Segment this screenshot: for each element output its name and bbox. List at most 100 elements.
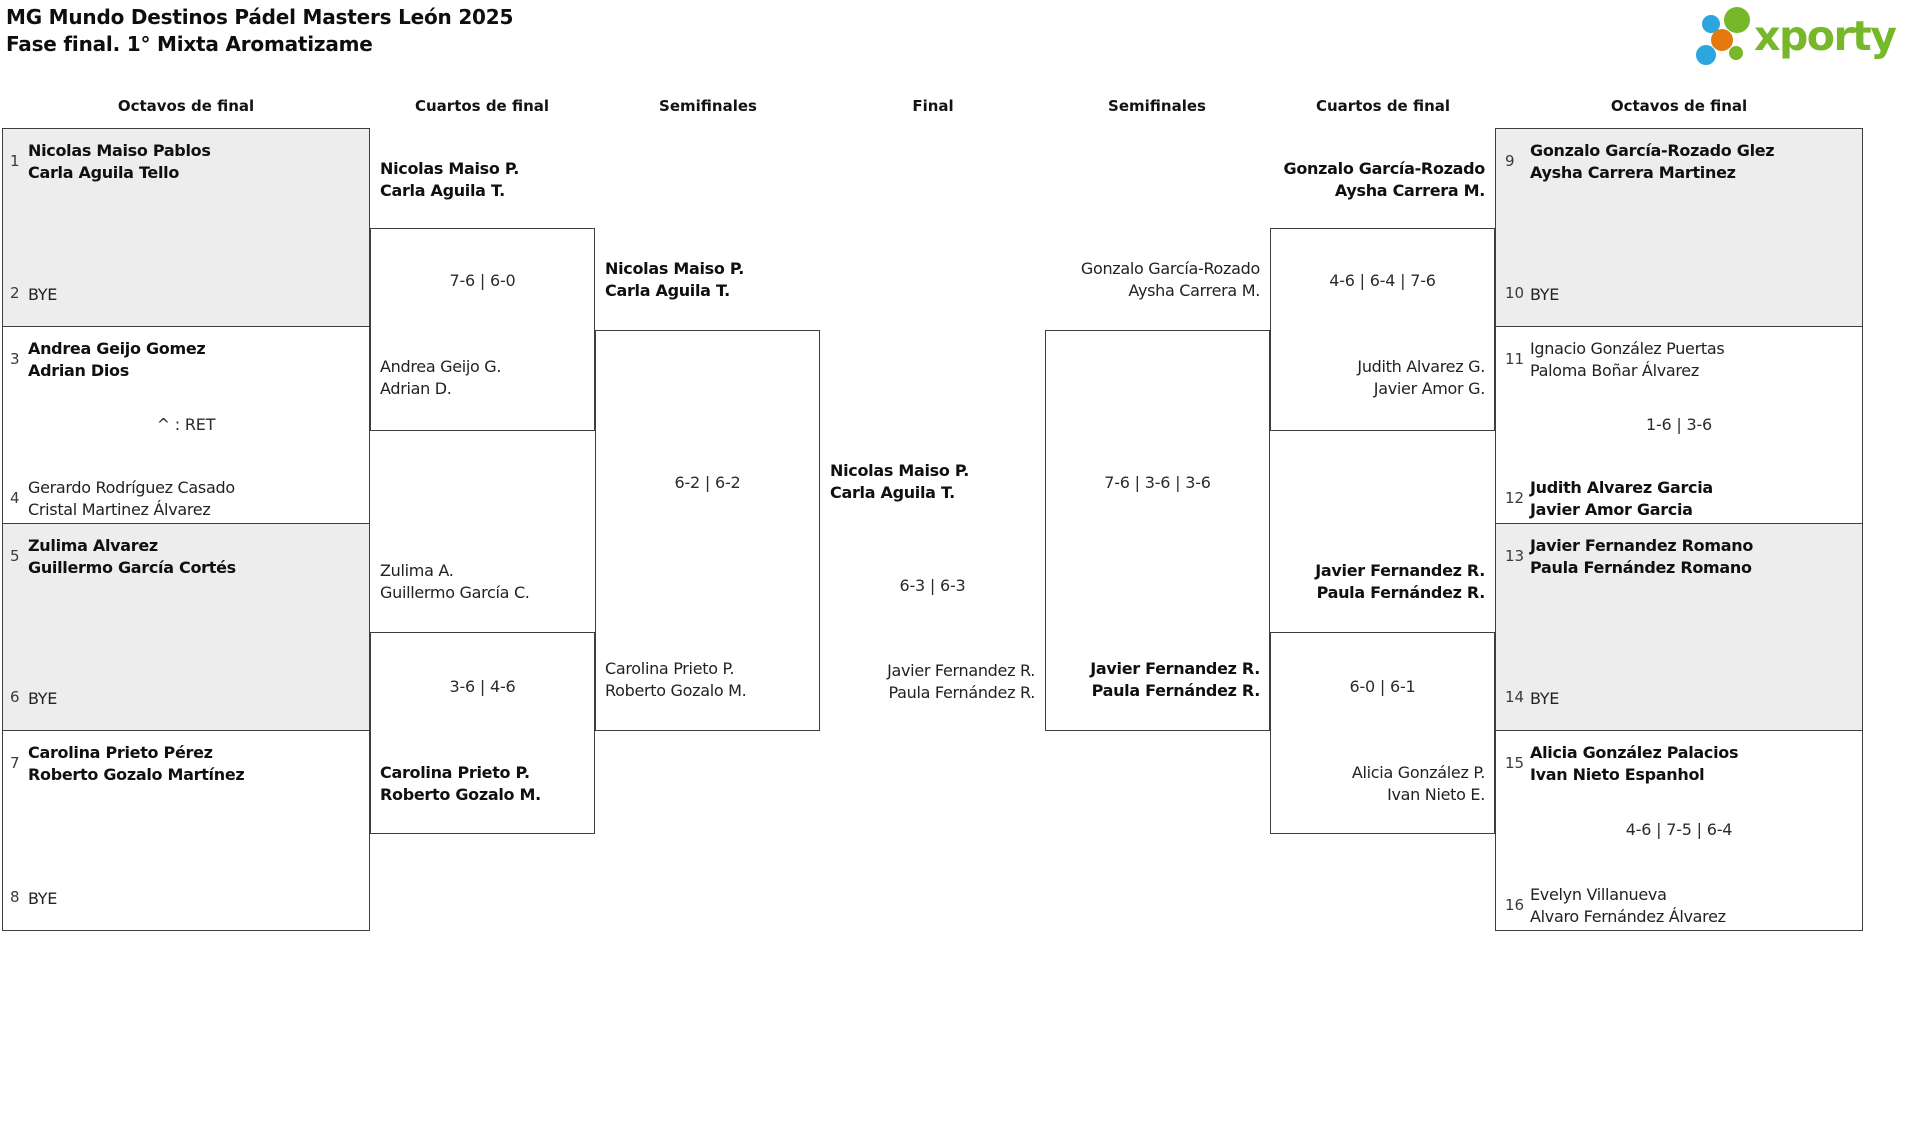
- match-score-sf_right: 7-6 | 3-6 | 3-6: [1104, 473, 1211, 492]
- text-line: Judith Alvarez G.: [1357, 357, 1485, 376]
- logo-wordmark: xporty: [1754, 12, 1897, 60]
- logo-dot-green: [1729, 46, 1743, 60]
- text-line: Ignacio González Puertas: [1530, 339, 1725, 358]
- team-label-qf_left_2-bottom: Carolina Prieto P.Roberto Gozalo M.: [380, 762, 541, 806]
- text-line: Carla Aguila T.: [605, 281, 730, 300]
- seed-number: 16: [1505, 896, 1525, 914]
- team-label-qf_left_1-bottom: Andrea Geijo G.Adrian D.: [380, 356, 502, 400]
- text-line: Roberto Gozalo M.: [380, 785, 541, 804]
- seed-number: 5: [10, 547, 20, 565]
- team-label-qf_right_2-bottom: Alicia González P.Ivan Nieto E.: [1352, 762, 1485, 806]
- bye-label: BYE: [1530, 688, 1559, 710]
- team-label-qf_right_1-bottom: Judith Alvarez G.Javier Amor G.: [1357, 356, 1485, 400]
- octavos-box-left-3: [2, 523, 370, 731]
- text-line: Carla Aguila T.: [830, 483, 955, 502]
- text-line: Javier Fernandez R.: [887, 661, 1035, 680]
- round-header-6: Octavos de final: [1610, 97, 1748, 115]
- page-subtitle: Fase final. 1° Mixta Aromatizame: [6, 32, 373, 56]
- text-line: Carolina Prieto Pérez: [28, 743, 213, 762]
- text-line: Zulima Alvarez: [28, 536, 158, 555]
- match-score: 1-6 | 3-6: [1645, 414, 1713, 434]
- text-line: BYE: [28, 285, 58, 304]
- text-line: Adrian Dios: [28, 361, 129, 380]
- match-box-qf_right_1: [1270, 228, 1495, 431]
- bye-label: BYE: [1530, 284, 1559, 306]
- seed-number: 9: [1505, 152, 1515, 170]
- retirement-note: ^ : RET: [156, 414, 216, 434]
- text-line: Aysha Carrera Martinez: [1530, 163, 1736, 182]
- text-line: Paula Fernández R.: [1316, 583, 1486, 602]
- octavos-box-right-3: [1495, 523, 1863, 731]
- round-header-5: Cuartos de final: [1315, 97, 1451, 115]
- text-line: BYE: [1530, 689, 1560, 708]
- seed-number: 15: [1505, 754, 1525, 772]
- team-label-sf_left-bottom: Carolina Prieto P.Roberto Gozalo M.: [605, 658, 747, 702]
- text-line: Andrea Geijo G.: [380, 357, 502, 376]
- round-header-3: Final: [912, 97, 954, 115]
- text-line: BYE: [28, 689, 58, 708]
- match-box-qf_left_2: [370, 632, 595, 834]
- match-score-qf_left_1: 7-6 | 6-0: [449, 271, 516, 290]
- text-line: Nicolas Maiso Pablos: [28, 141, 211, 160]
- logo-dot-orange: [1711, 29, 1733, 51]
- match-box-qf_right_2: [1270, 632, 1495, 834]
- team-label-qf_right_2-top: Javier Fernandez R.Paula Fernández R.: [1315, 560, 1485, 604]
- seed-number: 13: [1505, 547, 1525, 565]
- team-label-final-bottom: Javier Fernandez R.Paula Fernández R.: [887, 660, 1035, 704]
- match-score-sf_left: 6-2 | 6-2: [674, 473, 741, 492]
- match-score-qf_right_1: 4-6 | 6-4 | 7-6: [1329, 271, 1436, 290]
- match-box-sf_right: [1045, 330, 1270, 731]
- team-label-sf_left-top: Nicolas Maiso P. Carla Aguila T.: [605, 258, 744, 302]
- logo-dot-blue: [1696, 45, 1716, 65]
- text-line: Nicolas Maiso P.: [605, 259, 745, 278]
- seed-number: 1: [10, 152, 20, 170]
- bye-label: BYE: [28, 888, 57, 910]
- match-box-sf_left: [595, 330, 820, 731]
- text-line: Carla Aguila T.: [380, 181, 505, 200]
- text-line: Paula Fernández Romano: [1530, 558, 1752, 577]
- text-line: Ivan Nieto E.: [1387, 785, 1485, 804]
- text-line: Alicia González Palacios: [1530, 743, 1739, 762]
- text-line: Zulima A.: [380, 561, 454, 580]
- match-score-qf_left_2: 3-6 | 4-6: [449, 677, 516, 696]
- team-label-qf_left_1-top: Nicolas Maiso P.Carla Aguila T.: [380, 158, 519, 202]
- text-line: Alvaro Fernández Álvarez: [1530, 907, 1726, 926]
- text-line: Evelyn Villanueva: [1530, 885, 1667, 904]
- seed-number: 4: [10, 489, 20, 507]
- text-line: Javier Amor Garcia: [1530, 500, 1693, 519]
- seed-number: 2: [10, 284, 20, 302]
- text-line: Judith Alvarez Garcia: [1530, 478, 1713, 497]
- text-line: Roberto Gozalo Martínez: [28, 765, 245, 784]
- text-line: Javier Fernandez R.: [1090, 659, 1260, 678]
- logo-dot-green: [1724, 7, 1750, 33]
- text-line: Javier Fernandez Romano: [1530, 536, 1754, 555]
- logo-dot-blue: [1702, 15, 1720, 33]
- text-line: Gonzalo García-Rozado: [1283, 159, 1486, 178]
- round-header-1: Cuartos de final: [414, 97, 550, 115]
- bye-label: BYE: [28, 688, 57, 710]
- seed-number: 10: [1505, 284, 1525, 302]
- round-header-4: Semifinales: [1108, 97, 1206, 115]
- team-label-qf_left_2-top: Zulima A.Guillermo García C.: [380, 560, 530, 604]
- seed-number: 6: [10, 688, 20, 706]
- octavos-box-right-4: [1495, 730, 1863, 931]
- text-line: Paloma Boñar Álvarez: [1530, 361, 1699, 380]
- team-label-final-top: Nicolas Maiso P.Carla Aguila T.: [830, 460, 969, 504]
- match-score: 4-6 | 7-5 | 6-4: [1625, 820, 1733, 839]
- octavos-box-right-1: [1495, 128, 1863, 327]
- text-line: Paula Fernández R.: [1091, 681, 1261, 700]
- octavos-box-right-2: [1495, 326, 1863, 524]
- text-line: Carolina Prieto P.: [605, 659, 735, 678]
- team-label-sf_right-bottom: Javier Fernandez R. Paula Fernández R.: [1090, 658, 1260, 702]
- seed-number: 14: [1505, 688, 1525, 706]
